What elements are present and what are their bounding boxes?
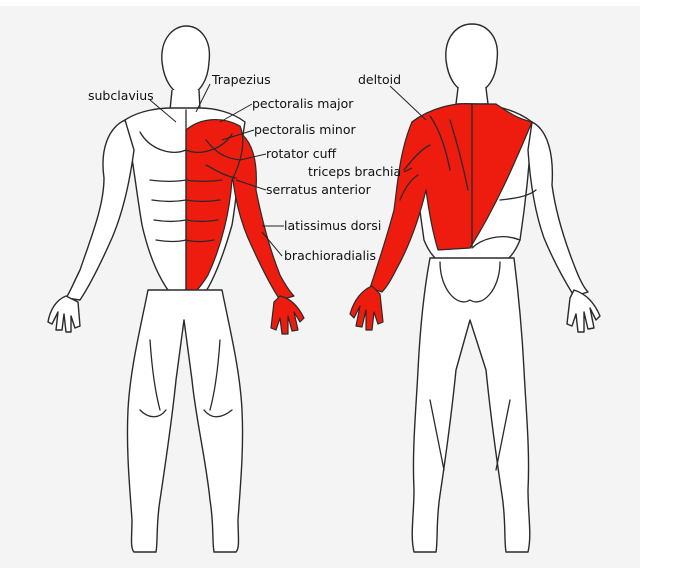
label-brachioradialis: brachioradialis xyxy=(284,248,376,263)
label-rotator-cuff: rotator cuff xyxy=(266,146,337,161)
front-head xyxy=(162,26,210,96)
label-subclavius: subclavius xyxy=(88,88,154,103)
back-figure xyxy=(350,24,600,552)
back-neck xyxy=(456,88,488,104)
back-left-hand xyxy=(350,286,383,330)
back-right-hand xyxy=(567,290,600,332)
back-legs xyxy=(412,258,530,552)
label-trapezius: Trapezius xyxy=(211,72,271,87)
label-pectoralis-major: pectoralis major xyxy=(252,96,354,111)
front-right-hand xyxy=(271,296,304,334)
front-neck xyxy=(170,90,200,110)
back-head xyxy=(446,24,498,94)
label-latissimus-dorsi: latissimus dorsi xyxy=(284,218,381,233)
back-right-arm xyxy=(528,122,588,296)
front-legs xyxy=(127,290,242,552)
label-pectoralis-minor: pectoralis minor xyxy=(254,122,356,137)
front-left-arm xyxy=(66,120,134,300)
label-serratus-anterior: serratus anterior xyxy=(266,182,372,197)
label-deltoid: deltoid xyxy=(358,72,401,87)
front-left-hand xyxy=(48,296,80,332)
label-triceps-brachia: triceps brachia xyxy=(308,164,401,179)
